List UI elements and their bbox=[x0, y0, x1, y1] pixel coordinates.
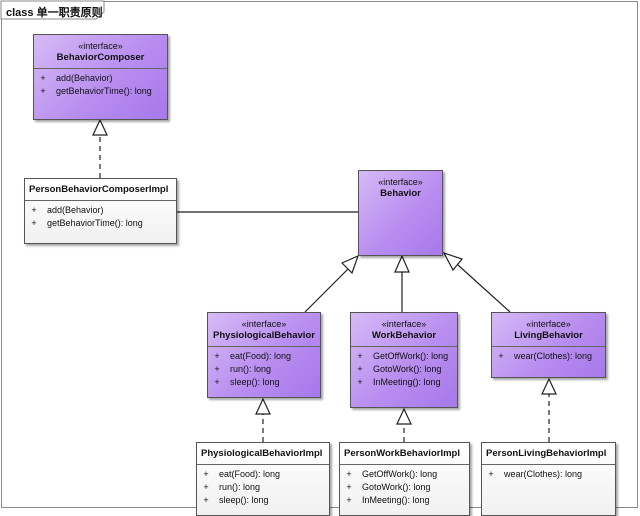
operation: +sleep(): long bbox=[214, 377, 280, 387]
generalization-edge-physiological bbox=[304, 267, 350, 313]
stereotype-label: «interface» bbox=[381, 319, 427, 329]
class-behavior-composer[interactable]: «interface» BehaviorComposer +add(Behavi… bbox=[33, 34, 168, 120]
stereotype-label: «interface» bbox=[78, 41, 123, 51]
stereotype-label: «interface» bbox=[378, 177, 423, 187]
class-work-behavior[interactable]: «interface» WorkBehavior +GetOffWork(): … bbox=[350, 312, 458, 408]
stereotype-label: «interface» bbox=[526, 319, 571, 329]
class-behavior[interactable]: «interface» Behavior bbox=[358, 170, 443, 256]
generalization-edge-living bbox=[457, 264, 511, 313]
frame-tab: class 单一职责原则 bbox=[0, 0, 112, 20]
operation: +GotoWork(): long bbox=[346, 482, 431, 492]
frame-label: class 单一职责原则 bbox=[6, 7, 103, 19]
class-physiological-behavior[interactable]: «interface» PhysiologicalBehavior +eat(F… bbox=[207, 312, 321, 398]
class-person-work-behavior-impl[interactable]: PersonWorkBehaviorImpl +GetOffWork(): lo… bbox=[339, 442, 470, 516]
operation: +GetOffWork(): long bbox=[357, 351, 449, 361]
class-name: PersonLivingBehaviorImpl bbox=[486, 448, 607, 459]
operation: +add(Behavior) bbox=[31, 205, 104, 215]
class-name: PhysiologicalBehaviorImpl bbox=[201, 448, 323, 459]
class-living-behavior[interactable]: «interface» LivingBehavior +wear(Clothes… bbox=[491, 312, 606, 378]
class-name: LivingBehavior bbox=[514, 330, 583, 341]
class-name: PhysiologicalBehavior bbox=[213, 330, 315, 341]
frame-tab-outline bbox=[0, 0, 105, 20]
realization-arrow-work bbox=[396, 407, 412, 425]
stereotype-label: «interface» bbox=[241, 319, 287, 329]
class-name: PersonWorkBehaviorImpl bbox=[344, 448, 460, 459]
operation: +GetOffWork(): long bbox=[346, 469, 438, 479]
operation: +GotoWork(): long bbox=[357, 364, 442, 374]
operation: +eat(Food): long bbox=[203, 469, 281, 479]
operation: +sleep(): long bbox=[203, 495, 269, 505]
generalization-arrow-physiological bbox=[340, 254, 360, 275]
class-person-behavior-composer-impl[interactable]: PersonBehaviorComposerImpl +add(Behavior… bbox=[24, 178, 177, 244]
class-person-living-behavior-impl[interactable]: PersonLivingBehaviorImpl +wear(Clothes):… bbox=[481, 442, 616, 516]
operation: +add(Behavior) bbox=[40, 73, 113, 83]
realization-arrow-composer bbox=[92, 118, 108, 136]
generalization-arrow-work bbox=[394, 254, 410, 273]
operation: +wear(Clothes): long bbox=[498, 351, 593, 361]
class-name: BehaviorComposer bbox=[56, 52, 145, 63]
operation: +run(): long bbox=[214, 364, 272, 374]
realization-arrow-living bbox=[541, 377, 557, 395]
class-name: Behavior bbox=[380, 188, 421, 199]
operation: +InMeeting(): long bbox=[357, 377, 441, 387]
operation: +eat(Food): long bbox=[214, 351, 292, 361]
operation: +getBehaviorTime(): long bbox=[31, 218, 143, 228]
operation: +wear(Clothes): long bbox=[488, 469, 583, 479]
class-name: PersonBehaviorComposerImpl bbox=[29, 184, 169, 195]
operation: +getBehaviorTime(): long bbox=[40, 86, 152, 96]
class-physiological-behavior-impl[interactable]: PhysiologicalBehaviorImpl +eat(Food): lo… bbox=[196, 442, 330, 516]
generalization-arrow-living bbox=[442, 251, 464, 272]
operation: +run(): long bbox=[203, 482, 261, 492]
operation: +InMeeting(): long bbox=[346, 495, 430, 505]
class-name: WorkBehavior bbox=[371, 330, 437, 341]
realization-arrow-physiological bbox=[255, 397, 271, 415]
